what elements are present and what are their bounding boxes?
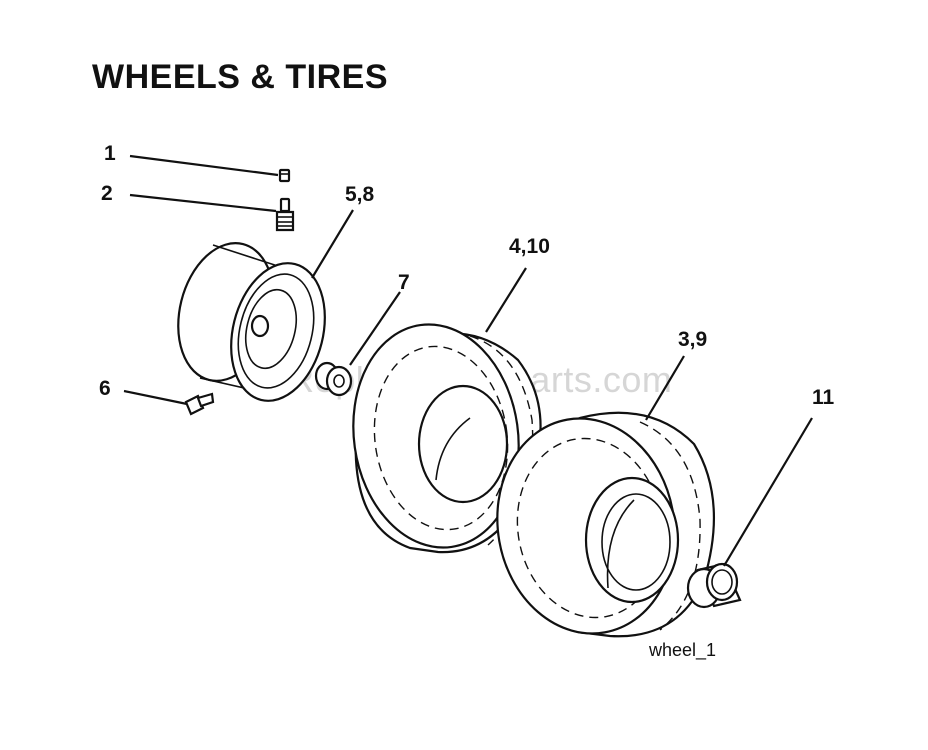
washer-part [314,361,353,397]
callout-1: 1 [104,142,116,165]
leader-line-5-8 [311,209,354,279]
callout-3-9: 3,9 [678,328,707,351]
callout-4-10: 4,10 [509,235,550,258]
leader-line-11 [723,417,813,567]
bolt-part [184,392,215,416]
figure-id: wheel_1 [648,640,716,661]
leader-line-7 [349,291,401,366]
callout-2: 2 [101,182,113,205]
rear-tire-part [496,411,715,638]
callout-11: 11 [812,386,835,409]
leader-line-1 [129,154,279,177]
leader-line-4-10 [485,267,527,333]
front-tire-part [352,323,542,554]
rim-part [177,242,326,402]
callout-7: 7 [398,271,410,294]
valve-cap-part [278,168,291,183]
valve-stem-part [275,197,295,232]
leader-line-3-9 [645,355,685,421]
leader-line-6 [123,389,188,406]
callout-6: 6 [99,377,111,400]
callout-5-8: 5,8 [345,183,375,206]
leader-line-2 [129,193,277,213]
bushing-part [686,562,742,609]
diagram-title: WHEELS & TIRES [92,58,389,96]
